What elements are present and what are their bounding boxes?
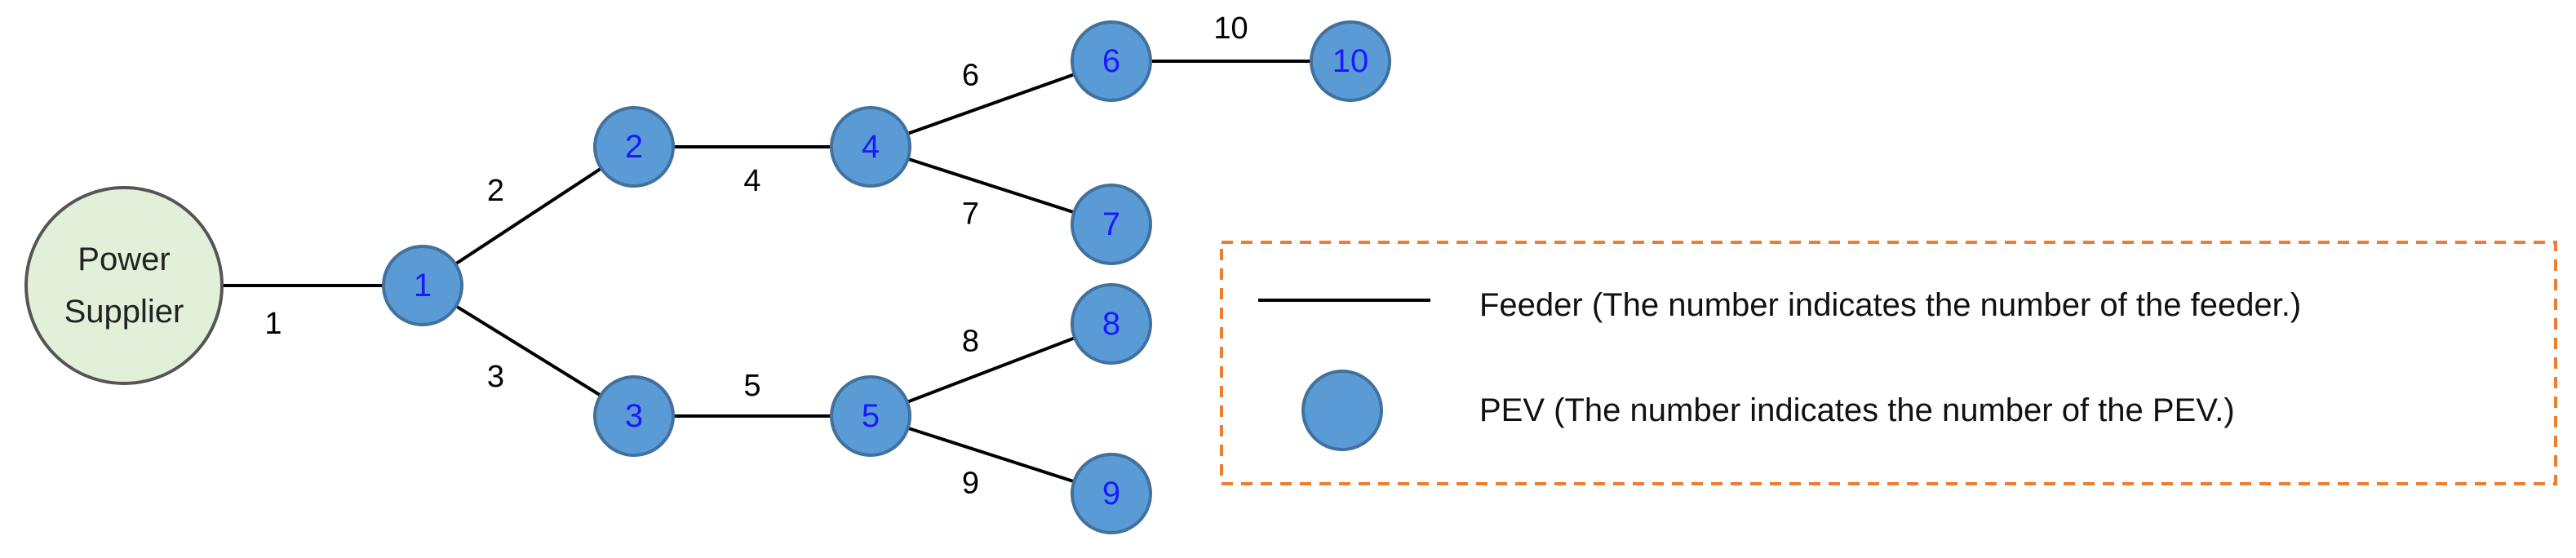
feeder-label-7: 7 bbox=[962, 197, 979, 232]
feeder-line-7 bbox=[870, 145, 1112, 226]
pev-node-6: 6 bbox=[1071, 20, 1152, 102]
pev-node-2: 2 bbox=[593, 106, 675, 188]
feeder-line-9 bbox=[870, 414, 1112, 495]
pev-node-8: 8 bbox=[1071, 283, 1152, 365]
pev-node-label-7: 7 bbox=[1102, 206, 1120, 242]
pev-node-1: 1 bbox=[382, 245, 463, 326]
power-supplier-circle bbox=[24, 186, 224, 385]
legend-pev-circle bbox=[1301, 370, 1383, 451]
pev-node-label-8: 8 bbox=[1102, 306, 1120, 342]
pev-node-circle-9 bbox=[1071, 453, 1152, 534]
pev-node-circle-4 bbox=[830, 106, 911, 188]
pev-node-label-1: 1 bbox=[414, 268, 432, 303]
feeder-label-5: 5 bbox=[743, 369, 760, 403]
legend-feeder-text: Feeder (The number indicates the number … bbox=[1479, 287, 2301, 323]
pev-node-circle-7 bbox=[1071, 184, 1152, 265]
feeder-label-6: 6 bbox=[962, 59, 979, 93]
feeder-line-3 bbox=[421, 284, 636, 418]
pev-node-circle-5 bbox=[830, 375, 911, 457]
pev-node-label-4: 4 bbox=[862, 129, 880, 165]
pev-node-10: 10 bbox=[1310, 20, 1391, 102]
feeder-label-8: 8 bbox=[962, 325, 979, 359]
pev-node-label-10: 10 bbox=[1332, 43, 1369, 79]
feeder-label-1: 1 bbox=[264, 307, 282, 341]
feeder-label-10: 10 bbox=[1213, 11, 1248, 46]
power-supplier-node: Power Supplier bbox=[24, 186, 224, 385]
feeder-labels-layer: 1 2 3 4 5 6 7 8 9 10 bbox=[264, 11, 1248, 501]
feeder-label-2: 2 bbox=[487, 174, 504, 208]
pev-node-circle-3 bbox=[593, 375, 675, 457]
pev-node-circle-1 bbox=[382, 245, 463, 326]
feeder-label-3: 3 bbox=[487, 360, 504, 394]
pev-node-label-2: 2 bbox=[625, 129, 643, 165]
pev-node-label-6: 6 bbox=[1102, 43, 1120, 79]
pev-node-4: 4 bbox=[830, 106, 911, 188]
pev-node-label-9: 9 bbox=[1102, 476, 1120, 512]
pev-node-9: 9 bbox=[1071, 453, 1152, 534]
feeder-line-6 bbox=[870, 60, 1112, 148]
pev-node-circle-6 bbox=[1071, 20, 1152, 102]
feeders-layer bbox=[124, 60, 1350, 495]
pev-node-circle-8 bbox=[1071, 283, 1152, 365]
legend-box bbox=[1220, 241, 2557, 485]
pev-node-circle-10 bbox=[1310, 20, 1391, 102]
pev-node-3: 3 bbox=[593, 375, 675, 457]
pev-node-label-3: 3 bbox=[625, 398, 643, 434]
legend: Feeder (The number indicates the number … bbox=[1220, 241, 2557, 485]
pev-node-7: 7 bbox=[1071, 184, 1152, 265]
legend-pev-text: PEV (The number indicates the number of … bbox=[1479, 392, 2235, 428]
feeder-line-2 bbox=[421, 145, 636, 287]
pev-nodes-layer: 1 2 3 4 5 6 7 8 9 10 bbox=[382, 20, 1391, 534]
feeder-label-4: 4 bbox=[743, 164, 760, 198]
power-supplier-label-line1: Power bbox=[78, 241, 170, 277]
pev-node-circle-2 bbox=[593, 106, 675, 188]
power-supplier-label-line2: Supplier bbox=[64, 294, 184, 330]
feeder-label-9: 9 bbox=[962, 467, 979, 501]
feeder-line-8 bbox=[870, 322, 1112, 418]
pev-node-5: 5 bbox=[830, 375, 911, 457]
pev-node-label-5: 5 bbox=[862, 398, 880, 434]
